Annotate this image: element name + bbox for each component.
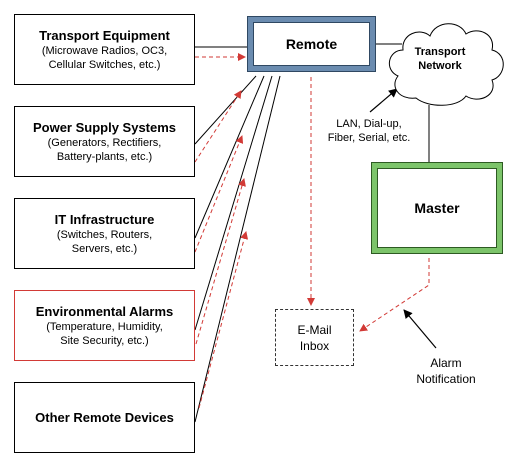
network-types-label: LAN, Dial-up, Fiber, Serial, etc. <box>318 117 420 145</box>
link-it-remote <box>194 75 265 239</box>
alarm-arrow-it <box>194 135 244 253</box>
transport-network-line-1: Transport <box>414 46 466 58</box>
other-remote-devices-title: Other Remote Devices <box>35 409 174 425</box>
email-arrow-master <box>359 258 430 332</box>
transport-network-line-2: Network <box>418 60 462 72</box>
transport-network-label: Transport Network <box>400 45 480 73</box>
environmental-alarms-detail-1: (Temperature, Humidity, <box>46 320 163 333</box>
master-box: Master <box>372 163 502 253</box>
transport-equipment-title: Transport Equipment <box>39 27 170 43</box>
it-infrastructure-detail-1: (Switches, Routers, <box>56 228 153 241</box>
other-remote-devices-box: Other Remote Devices <box>14 382 195 453</box>
link-power-remote <box>194 75 257 145</box>
remote-box: Remote <box>248 17 375 71</box>
environmental-alarms-title: Environmental Alarms <box>35 303 174 319</box>
power-supply-title: Power Supply Systems <box>32 119 177 135</box>
it-infrastructure-box: IT Infrastructure (Switches, Routers, Se… <box>14 198 195 269</box>
environmental-alarms-detail-2: Site Security, etc.) <box>60 334 149 347</box>
it-infrastructure-detail-2: Servers, etc.) <box>71 242 138 255</box>
alarm-label-pointer <box>403 309 437 349</box>
transport-equipment-detail-1: (Microwave Radios, OC3, <box>41 44 168 57</box>
email-inbox-line-2: Inbox <box>299 338 330 353</box>
link-other-remote <box>194 75 281 423</box>
environmental-alarms-box: Environmental Alarms (Temperature, Humid… <box>14 290 195 361</box>
network-types-line-2: Fiber, Serial, etc. <box>327 132 411 144</box>
transport-equipment-detail-2: Cellular Switches, etc.) <box>48 58 161 71</box>
transport-equipment-box: Transport Equipment (Microwave Radios, O… <box>14 14 195 85</box>
network-label-pointer <box>369 88 398 113</box>
alarm-notification-label: Alarm Notification <box>398 355 494 387</box>
alarm-arrow-power <box>194 90 242 163</box>
alarm-arrow-other <box>198 231 249 409</box>
alarm-notification-line-1: Alarm <box>430 356 462 370</box>
alarm-arrow-env <box>195 178 246 345</box>
email-inbox-box: E-Mail Inbox <box>275 309 354 366</box>
cloud-icon <box>388 23 504 106</box>
it-infrastructure-title: IT Infrastructure <box>54 211 155 227</box>
remote-title: Remote <box>285 36 338 52</box>
network-types-line-1: LAN, Dial-up, <box>336 118 402 130</box>
link-env-remote <box>194 75 273 331</box>
alarm-notification-line-2: Notification <box>416 372 476 386</box>
power-supply-detail-1: (Generators, Rectifiers, <box>47 136 162 149</box>
email-inbox-line-1: E-Mail <box>297 322 332 337</box>
power-supply-box: Power Supply Systems (Generators, Rectif… <box>14 106 195 177</box>
power-supply-detail-2: Battery-plants, etc.) <box>56 150 153 163</box>
master-title: Master <box>414 200 460 216</box>
